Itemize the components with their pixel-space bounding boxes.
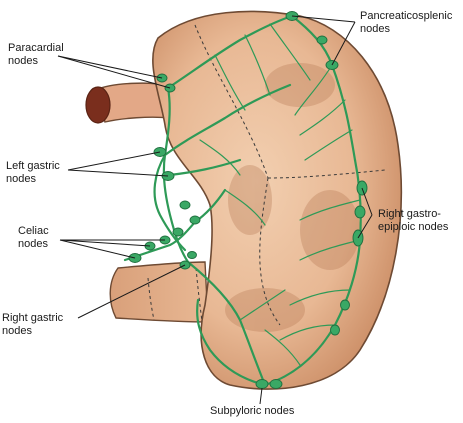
stomach-body (152, 10, 403, 390)
lymph-nodes (128, 11, 368, 389)
gastroepiploic-node (330, 324, 340, 336)
label-right-gastric-nodes: Right gastric nodes (2, 312, 64, 337)
celiac-node (172, 227, 184, 237)
gastroepiploic-node (340, 299, 350, 311)
duodenum (109, 261, 209, 323)
left-gastric-node (189, 215, 201, 225)
right-gastroepiploic-node (354, 205, 366, 219)
region-dividers (147, 24, 386, 326)
label-paracardial-nodes: Paracardial nodes (8, 42, 64, 67)
right-gastric-node (187, 251, 197, 259)
label-pancreaticosplenic-nodes: Pancreaticosplenic nodes (360, 10, 453, 35)
label-right-gastroepiploic-nodes: Right gastro- epiploic nodes (378, 208, 449, 233)
esophagus-opening (85, 86, 111, 124)
subpyloric-node (269, 379, 283, 389)
label-celiac-nodes: Celiac nodes (18, 225, 49, 250)
left-gastric-node (179, 200, 191, 210)
vessel-branches (199, 23, 361, 366)
leader-lines (57, 15, 373, 405)
stomach-shading (225, 63, 360, 332)
label-left-gastric-nodes: Left gastric nodes (6, 160, 60, 185)
label-subpyloric-nodes: Subpyloric nodes (210, 405, 295, 417)
pancreaticosplenic-node (316, 35, 328, 45)
subpyloric-node (255, 379, 269, 389)
